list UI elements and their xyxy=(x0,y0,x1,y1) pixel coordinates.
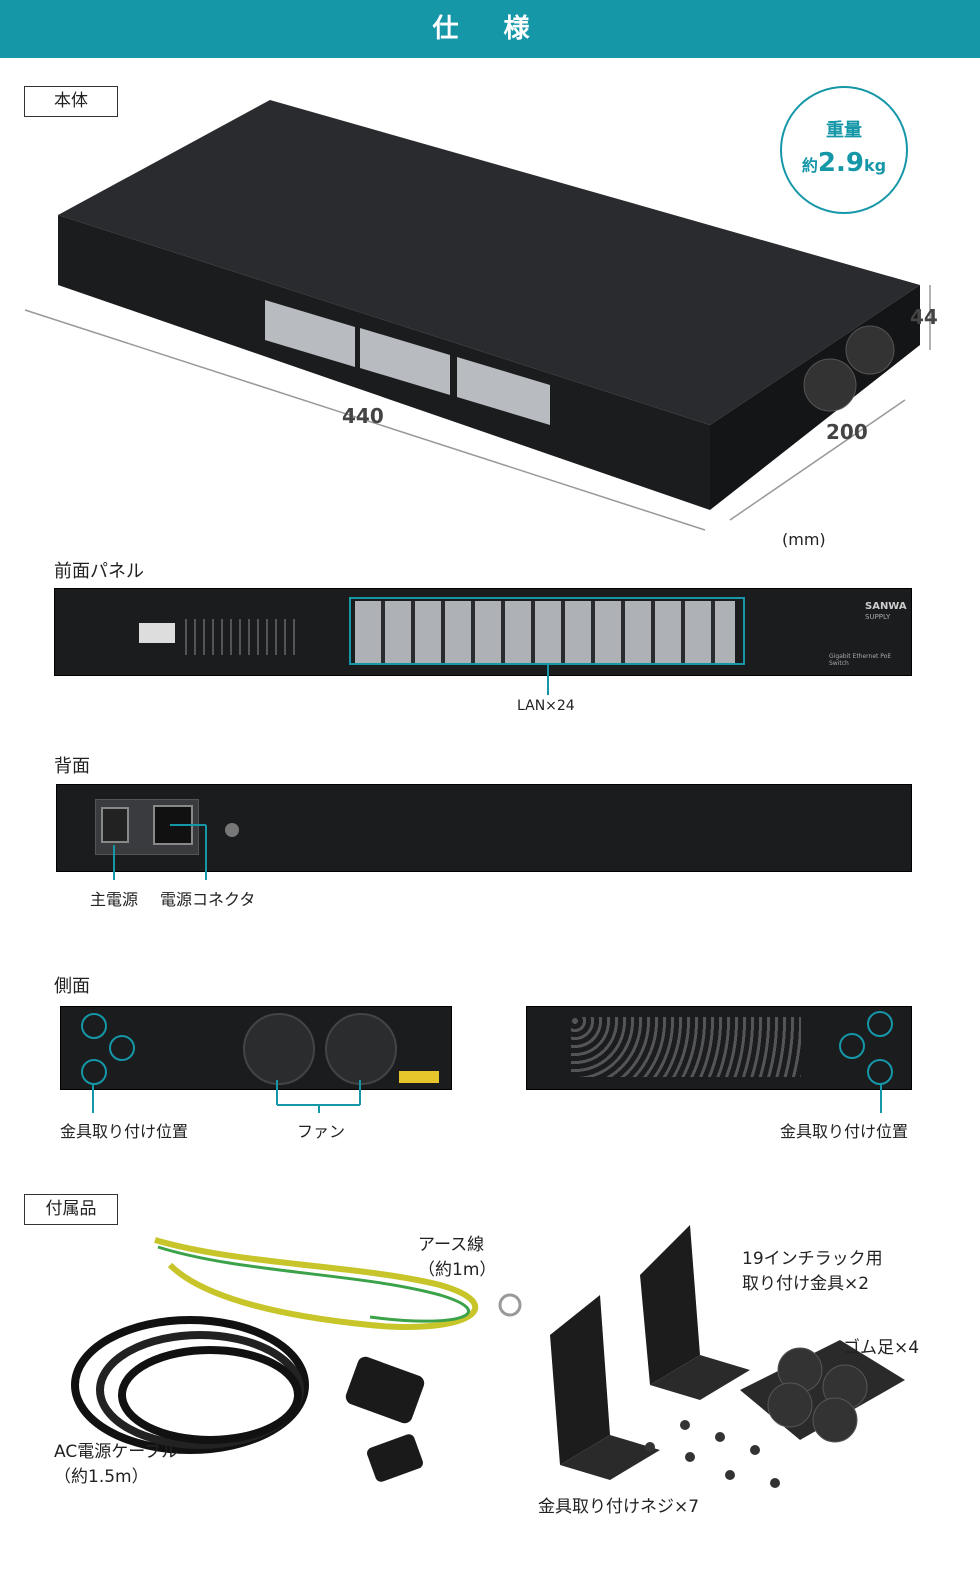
mount-left-callout-line xyxy=(92,1085,94,1113)
back-callout-lines xyxy=(113,824,207,880)
page-header: 仕 様 xyxy=(0,0,980,58)
earth-wire-label: アース線 xyxy=(418,1235,485,1255)
dimension-height: 44 xyxy=(910,305,938,329)
lan-callout-line xyxy=(547,665,549,695)
mount-hole xyxy=(867,1011,893,1037)
lan-count-label: LAN×24 xyxy=(517,698,575,714)
bracket-label: 19インチラック用 xyxy=(742,1249,883,1269)
ground-screw xyxy=(225,823,239,837)
mount-left-label: 金具取り付け位置 xyxy=(60,1122,189,1141)
loop-switch xyxy=(139,623,175,643)
mount-hole xyxy=(867,1059,893,1085)
fan-icon xyxy=(243,1013,315,1085)
mount-right-label: 金具取り付け位置 xyxy=(780,1122,909,1141)
ac-cable-label: AC電源ケーブル xyxy=(54,1442,179,1462)
mount-hole xyxy=(81,1013,107,1039)
ac-cable-length: （約1.5m） xyxy=(54,1467,149,1487)
lan-ports xyxy=(355,601,735,663)
fan-label: ファン xyxy=(297,1122,346,1141)
switch-perspective-illustration xyxy=(24,100,931,531)
power-connector-label: 電源コネクタ xyxy=(160,890,256,909)
model-label: Gigabit Ethernet PoE Switch xyxy=(829,653,892,667)
dimension-width: 440 xyxy=(342,404,384,428)
warning-sticker xyxy=(399,1071,439,1083)
fan-icon xyxy=(325,1013,397,1085)
weight-badge: 重量 約2.9kg xyxy=(780,86,908,214)
back-panel-image xyxy=(56,784,912,872)
mount-hole xyxy=(81,1059,107,1085)
power-switch-label: 主電源 xyxy=(90,890,139,909)
mount-hole xyxy=(109,1035,135,1061)
lan-highlight-box xyxy=(349,597,745,665)
side-panel-right-image xyxy=(526,1006,912,1090)
front-panel-image: SANWA SUPPLY Gigabit Ethernet PoE Switch xyxy=(54,588,912,676)
bracket-count: 取り付け金具×2 xyxy=(742,1274,870,1294)
brand-sub: SUPPLY xyxy=(865,613,891,621)
back-panel-title: 背面 xyxy=(54,756,90,777)
dimension-unit: (mm) xyxy=(782,530,826,549)
side-panel-left-image xyxy=(60,1006,452,1090)
mount-right-callout-line xyxy=(880,1085,882,1113)
vent-grille xyxy=(571,1017,801,1077)
accessories-section-label: 付属品 xyxy=(24,1194,118,1225)
power-switch[interactable] xyxy=(101,807,129,843)
earth-wire-length: （約1m） xyxy=(418,1260,497,1280)
rubber-feet-label: ゴム足×4 xyxy=(843,1338,920,1358)
front-panel-title: 前面パネル xyxy=(54,561,144,582)
accessories-illustration xyxy=(71,1225,905,1488)
body-section-label: 本体 xyxy=(24,86,118,117)
weight-value: 約2.9kg xyxy=(801,148,887,178)
brand-logo: SANWA xyxy=(865,601,907,612)
mount-hole xyxy=(839,1033,865,1059)
weight-label: 重量 xyxy=(826,120,862,141)
side-panel-title: 側面 xyxy=(54,976,90,997)
status-leds xyxy=(185,619,295,655)
dimension-depth: 200 xyxy=(826,420,868,444)
screws-label: 金具取り付けネジ×7 xyxy=(538,1497,700,1517)
fan-callout-lines xyxy=(276,1080,361,1113)
